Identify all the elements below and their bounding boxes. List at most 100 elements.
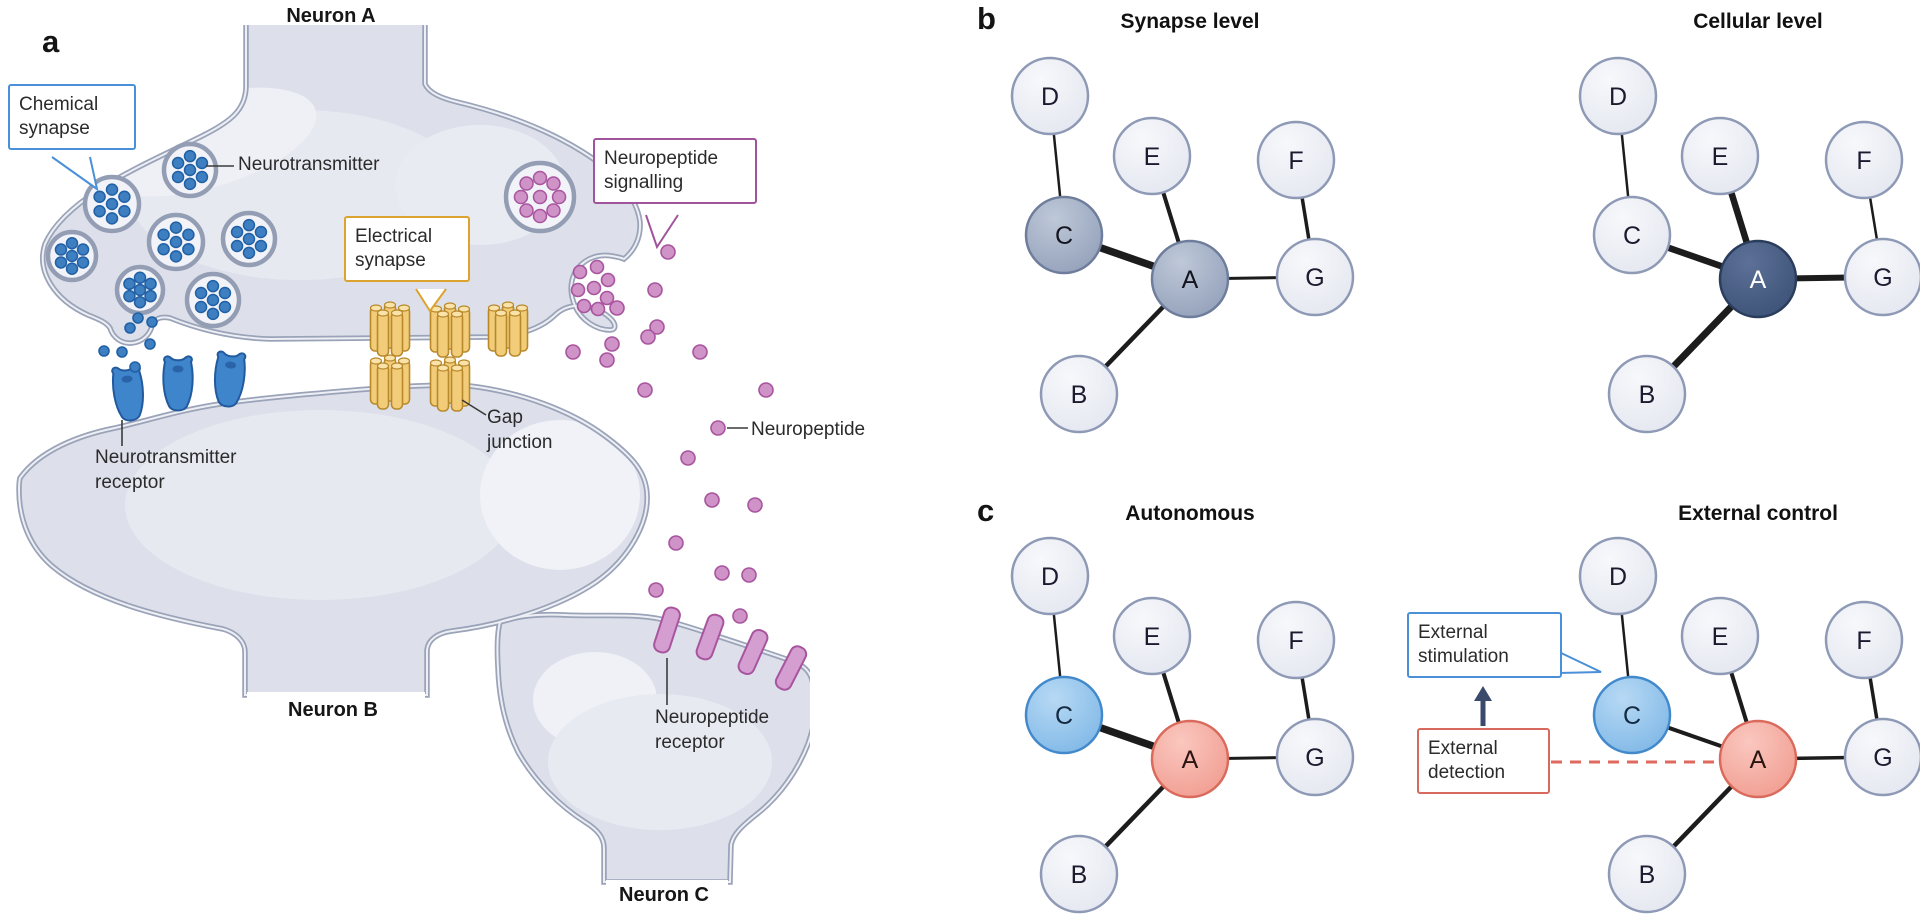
node-F: F bbox=[1256, 600, 1336, 680]
node-label-C: C bbox=[1623, 222, 1641, 250]
chemical-synapse-callout: Chemical synapse bbox=[8, 84, 136, 150]
gap-junction-bundle bbox=[487, 301, 529, 357]
node-label-D: D bbox=[1609, 563, 1627, 591]
neuropeptide-receptor bbox=[774, 645, 808, 691]
external-stimulation-box: External stimulation bbox=[1407, 612, 1562, 678]
neuropeptide-dot bbox=[589, 259, 605, 275]
neuropeptide-receptor bbox=[737, 628, 769, 676]
neuropeptide-dot bbox=[714, 565, 730, 581]
gap-junction-label: Gap junction bbox=[487, 407, 553, 453]
panel-b-letter: b bbox=[977, 1, 996, 36]
node-label-B: B bbox=[1639, 381, 1656, 409]
node-G: G bbox=[1275, 237, 1355, 317]
node-label-G: G bbox=[1305, 744, 1324, 772]
neuropeptide-dot bbox=[758, 382, 774, 398]
node-label-D: D bbox=[1041, 83, 1059, 111]
node-D: D bbox=[1578, 56, 1658, 136]
node-label-E: E bbox=[1144, 143, 1161, 171]
stalk-clip-a bbox=[238, 0, 434, 25]
pointer-lines bbox=[121, 165, 748, 705]
gap-junction-bundle bbox=[369, 354, 411, 410]
node-F: F bbox=[1256, 120, 1336, 200]
neuron-b-label: Neuron B bbox=[288, 699, 378, 721]
node-F: F bbox=[1824, 120, 1904, 200]
neuropeptide-callout-tail bbox=[645, 214, 679, 250]
neuropeptide-dot bbox=[649, 319, 665, 335]
node-label-B: B bbox=[1639, 861, 1656, 889]
node-A: A bbox=[1150, 239, 1230, 319]
neuron-c-label: Neuron C bbox=[619, 884, 709, 906]
stalk-clip-b bbox=[247, 692, 425, 706]
neuropeptide-dot bbox=[680, 450, 696, 466]
synaptic-vesicle bbox=[220, 210, 278, 268]
synaptic-vesicle bbox=[45, 229, 99, 283]
node-label-A: A bbox=[1750, 266, 1767, 294]
gap-junction-bundle bbox=[369, 301, 411, 357]
neuropeptide-dot bbox=[741, 567, 757, 583]
neuropeptide-dot bbox=[647, 282, 663, 298]
node-label-E: E bbox=[1712, 143, 1729, 171]
node-label-F: F bbox=[1856, 147, 1871, 175]
neurotransmitter-dot bbox=[116, 346, 128, 358]
node-C: C bbox=[1024, 195, 1104, 275]
neurotransmitter-dot bbox=[98, 345, 110, 357]
neuropeptide-dot bbox=[600, 272, 616, 288]
panel-a-letter: a bbox=[42, 24, 60, 59]
neuropeptide-signalling-callout: Neuropeptide signalling bbox=[593, 138, 757, 204]
neurotransmitter-dot bbox=[146, 316, 158, 328]
neuron-b-sheen bbox=[125, 410, 640, 600]
node-label-C: C bbox=[1055, 702, 1073, 730]
neurotransmitter-receptor bbox=[213, 350, 247, 408]
node-label-F: F bbox=[1288, 147, 1303, 175]
node-label-A: A bbox=[1750, 746, 1767, 774]
neurotransmitter-label: Neurotransmitter bbox=[238, 154, 380, 175]
neuropeptide-dot bbox=[732, 608, 748, 624]
node-B: B bbox=[1607, 354, 1687, 434]
network-title: External control bbox=[1678, 502, 1838, 525]
neurotransmitter-receptor bbox=[111, 364, 144, 422]
neurotransmitter-dot bbox=[132, 312, 144, 324]
node-G: G bbox=[1843, 237, 1920, 317]
neurotransmitter-dot bbox=[144, 338, 156, 350]
gap-junction-bundle bbox=[429, 302, 471, 358]
node-label-A: A bbox=[1182, 746, 1199, 774]
node-E: E bbox=[1112, 596, 1192, 676]
chemical-callout-tail bbox=[51, 156, 99, 192]
neurotransmitter-receptor-label: Neurotransmitter receptor bbox=[95, 447, 237, 493]
node-G: G bbox=[1275, 717, 1355, 797]
network-title: Synapse level bbox=[1120, 10, 1260, 33]
neuropeptide-dot bbox=[710, 420, 726, 436]
node-E: E bbox=[1112, 116, 1192, 196]
neuropeptide-label: Neuropeptide bbox=[751, 419, 866, 440]
neuropeptide-receptor bbox=[695, 613, 725, 661]
neuropeptide-receptor bbox=[653, 606, 681, 654]
node-A: A bbox=[1150, 719, 1230, 799]
synaptic-vesicle bbox=[114, 264, 166, 316]
node-D: D bbox=[1578, 536, 1658, 616]
node-label-G: G bbox=[1873, 744, 1892, 772]
neuropeptide-dot bbox=[572, 264, 588, 280]
neuropeptide-dot bbox=[609, 300, 625, 316]
synaptic-vesicle bbox=[503, 160, 577, 234]
electrical-callout-tail bbox=[415, 288, 447, 313]
node-label-D: D bbox=[1609, 83, 1627, 111]
node-F: F bbox=[1824, 600, 1904, 680]
node-D: D bbox=[1010, 56, 1090, 136]
node-B: B bbox=[1039, 354, 1119, 434]
node-label-A: A bbox=[1182, 266, 1199, 294]
stimulation-arrow-head bbox=[1474, 686, 1492, 701]
panel-c-letter: c bbox=[977, 493, 995, 528]
neuropeptide-dot bbox=[637, 382, 653, 398]
neuropeptide-dot bbox=[590, 301, 606, 317]
gap-junction-bundle bbox=[429, 356, 471, 412]
node-label-F: F bbox=[1288, 627, 1303, 655]
node-B: B bbox=[1039, 834, 1119, 914]
node-G: G bbox=[1843, 717, 1920, 797]
neuropeptide-dot bbox=[668, 535, 684, 551]
neuropeptide-dot bbox=[586, 280, 602, 296]
neuron-c-membrane-inner bbox=[496, 613, 810, 883]
stalk-clip-c bbox=[606, 880, 728, 894]
